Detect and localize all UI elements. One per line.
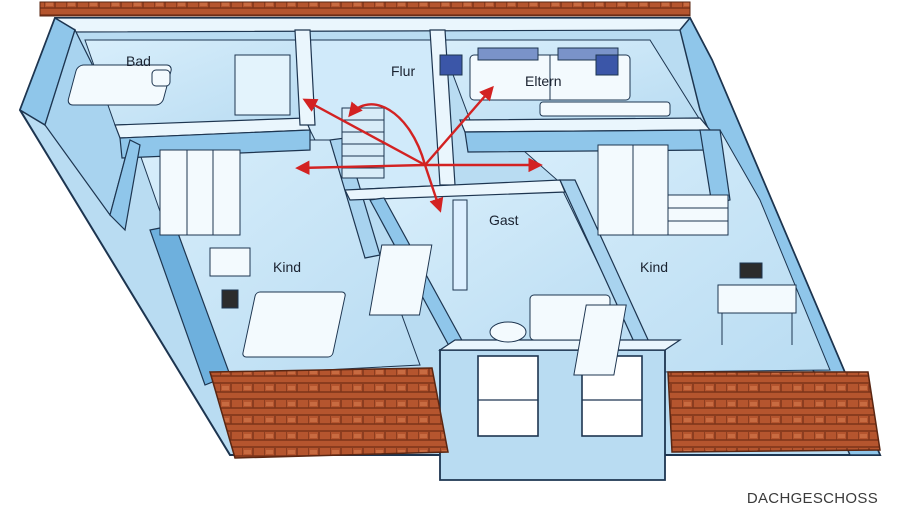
pillow-left (477, 47, 539, 61)
label-kind-left: Kind (273, 259, 301, 275)
chair-left (221, 289, 239, 309)
nightstand-right (595, 54, 619, 76)
arrow-to-eltern (424, 85, 494, 166)
arrow-to-stairs (348, 101, 427, 166)
wardrobe-left (159, 149, 241, 236)
roof-tiles (209, 367, 881, 459)
desk-right (717, 284, 797, 314)
desk-left (209, 247, 251, 277)
bed-right (573, 304, 627, 376)
arrow-to-bad (302, 98, 426, 167)
roof-tiles-left (209, 367, 449, 459)
bench-eltern (539, 101, 671, 117)
arrow-to-gast (423, 164, 444, 213)
label-bad: Bad (126, 53, 151, 69)
label-gast: Gast (489, 212, 519, 228)
shelf-gast (368, 244, 433, 316)
dormer-window-left (477, 355, 539, 437)
dresser-right (667, 194, 729, 236)
circulation-arrows (295, 85, 543, 213)
label-eltern: Eltern (525, 73, 562, 89)
side-table (489, 321, 527, 343)
room-labels: Bad Flur Eltern Kind Gast Kind (126, 53, 668, 275)
bed-left (242, 291, 346, 358)
door-gast (452, 199, 468, 291)
arrow-to-kind-left (295, 160, 426, 175)
label-kind-right: Kind (640, 259, 668, 275)
toilet (151, 69, 171, 87)
roof-ridge (39, 1, 691, 17)
furniture (67, 47, 797, 376)
roof-tiles-right (667, 371, 881, 453)
shower (234, 54, 291, 116)
floor-caption: DACHGESCHOSS (746, 490, 878, 507)
label-flur: Flur (391, 63, 415, 79)
lamp-right (739, 262, 763, 279)
nightstand-left (439, 54, 463, 76)
dormer-front (438, 339, 682, 481)
